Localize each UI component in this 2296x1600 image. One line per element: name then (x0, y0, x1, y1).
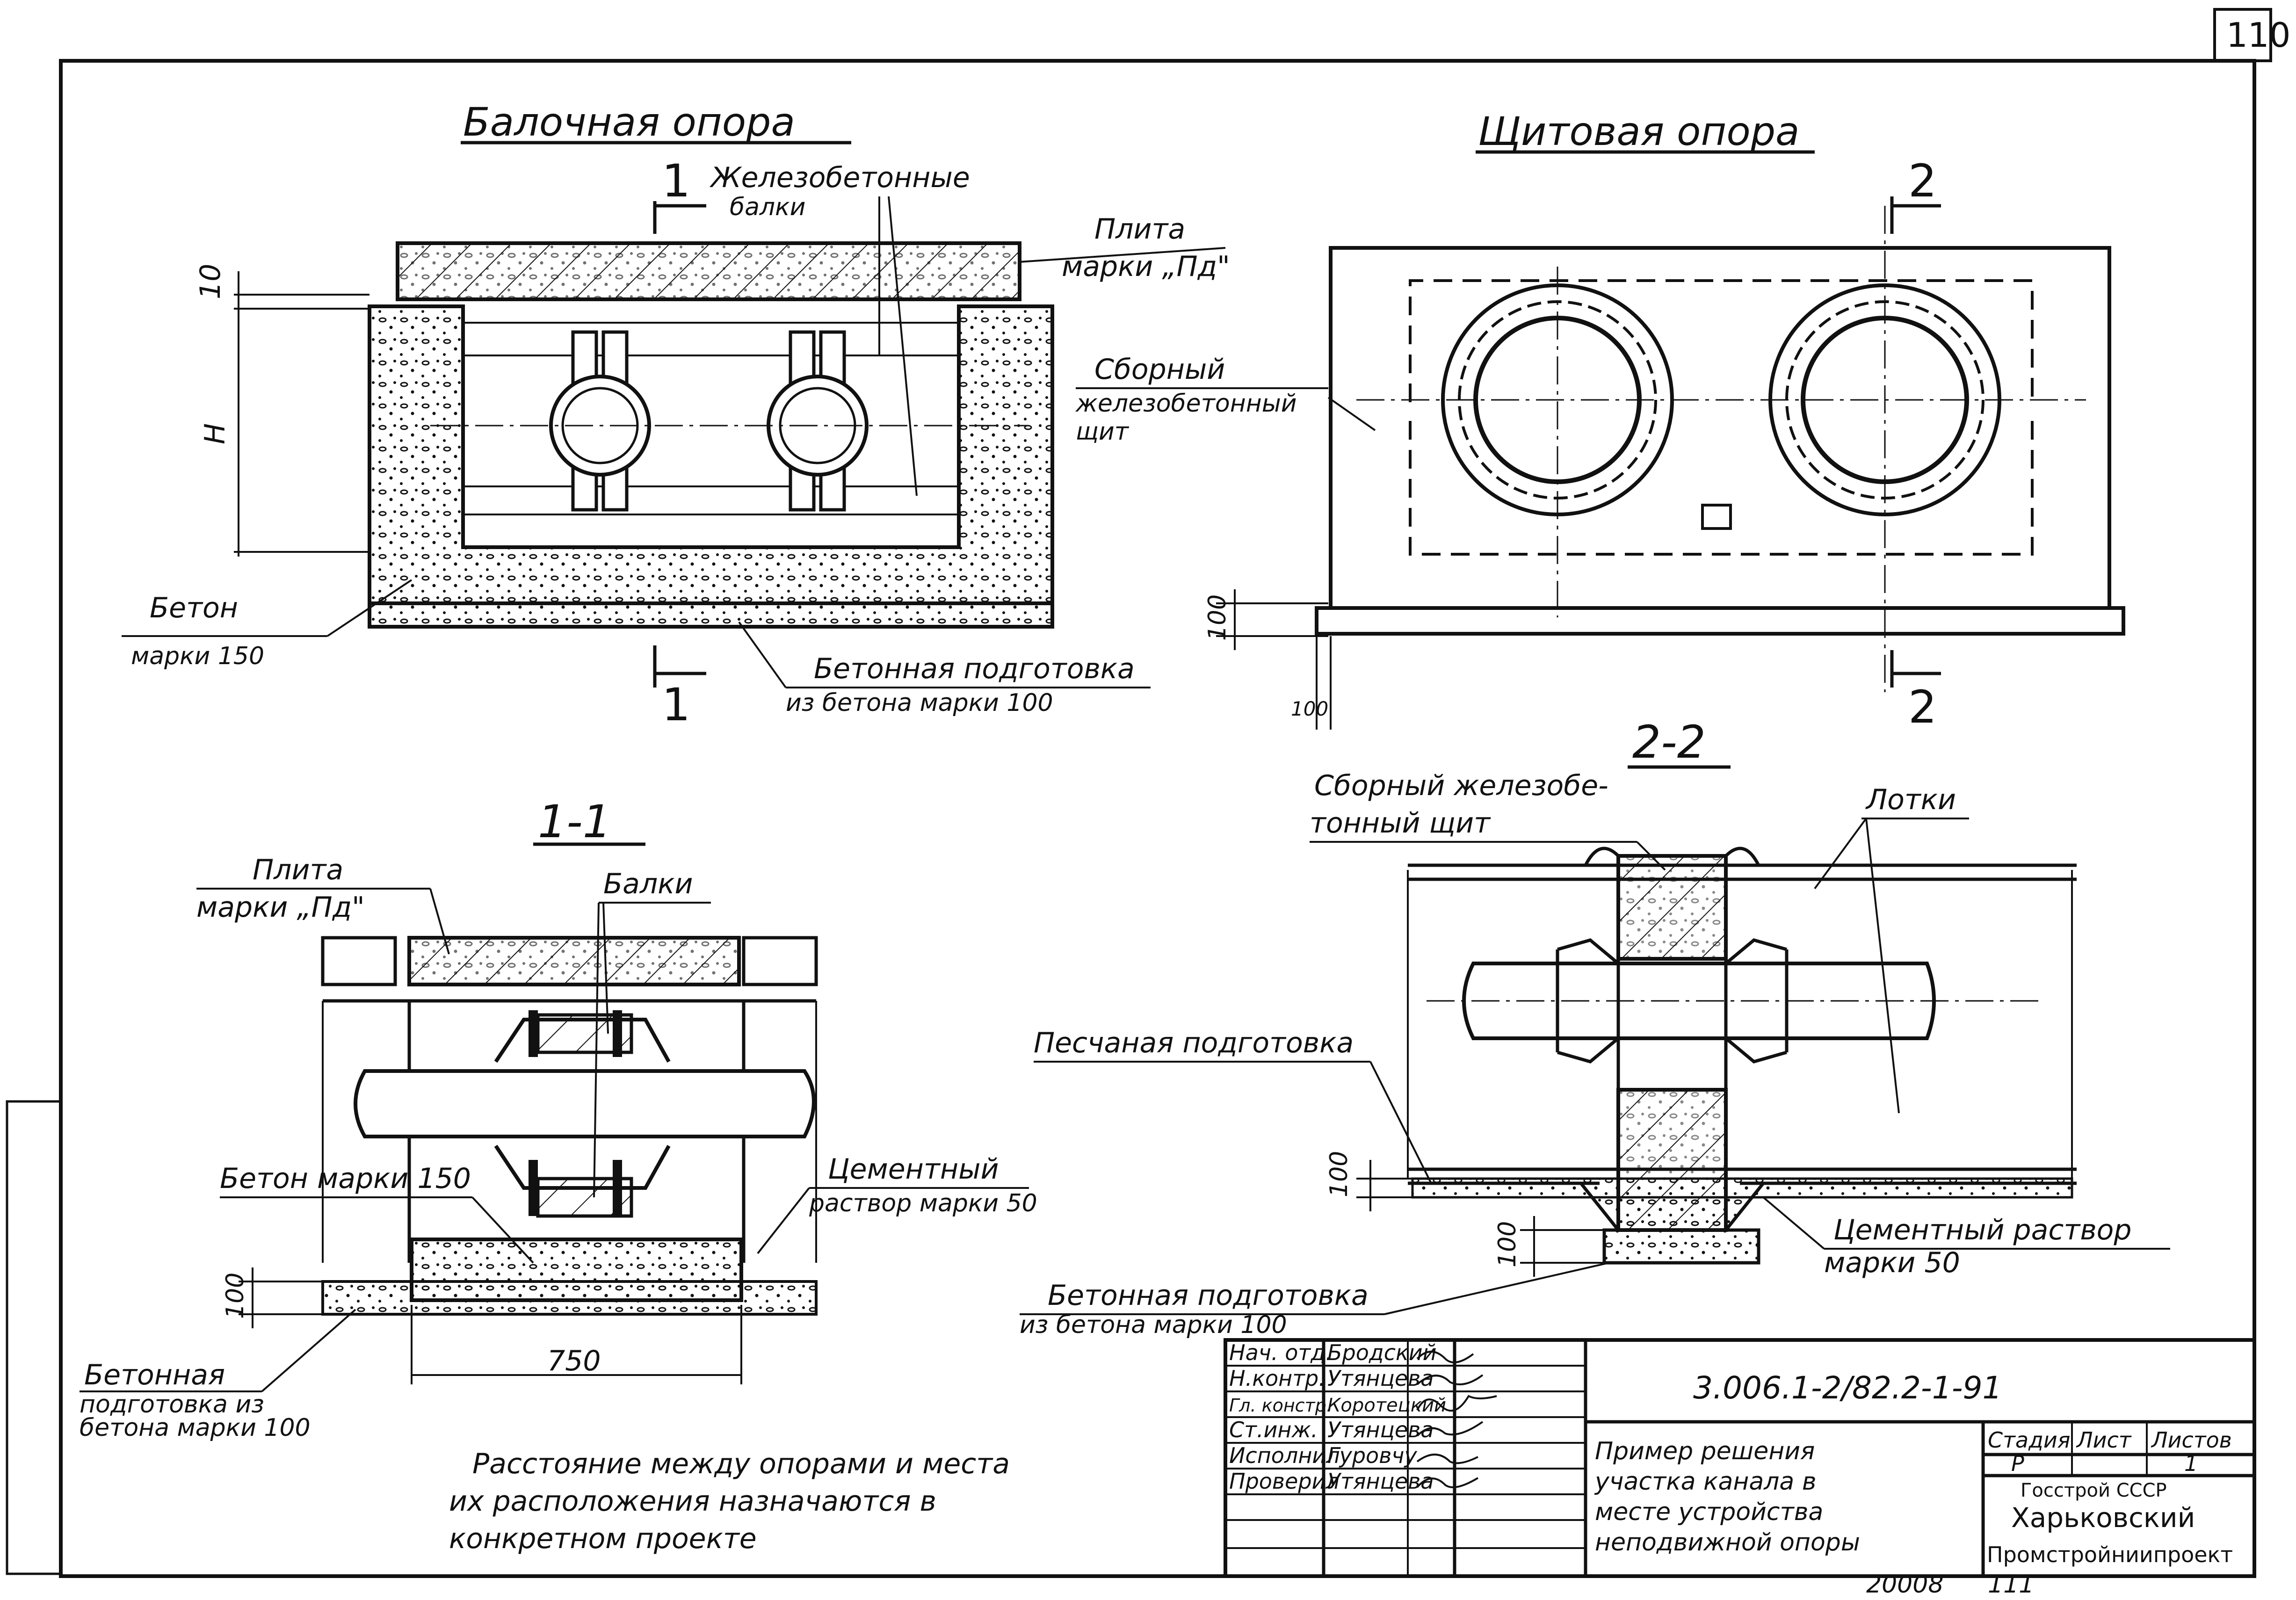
panel-label-1: Сборный (1094, 353, 1225, 386)
dim-100-b: 100 (1493, 1221, 1521, 1267)
section-beams-label: Балки (603, 868, 693, 900)
dim-10: 10 (194, 264, 227, 299)
panel-label-3: щит (1076, 418, 1130, 446)
concrete-body (368, 304, 1054, 605)
dim-750: 750 (547, 1345, 601, 1377)
note-line-1: Расстояние между опорами и места (472, 1448, 1010, 1480)
slab-label-2: марки „Пд" (1062, 250, 1230, 283)
panel-base (1315, 606, 2125, 636)
panel-support-title: Щитовая опора (1478, 109, 1800, 154)
section-2-foot (1579, 1182, 1765, 1232)
beam-support-view: Балочная опора 1 (122, 99, 1230, 731)
description-1: Пример решения (1595, 1437, 1815, 1465)
section-2-mortar-label-2: марки 50 (1824, 1246, 1960, 1279)
section-1-1-title: 1-1 (538, 796, 611, 848)
section-2-prep (1602, 1228, 1760, 1265)
designation: 3.006.1-2/82.2-1-91 (1693, 1370, 2002, 1406)
sheet-frame (59, 59, 2256, 1578)
stage-header: Стадия (1988, 1427, 2070, 1453)
role-2: Гл. констр. (1229, 1395, 1332, 1416)
dim-100-v: 100 (1203, 594, 1231, 641)
role-3: Ст.инж. (1229, 1417, 1318, 1442)
panel-support-view: Щитовая опора 2 2 Сборный железобетонный… (1075, 109, 2125, 733)
page-number: 110 (2226, 15, 2290, 55)
org-2: Харьковский (2011, 1502, 2195, 1534)
section-slab-label-2: марки „Пд" (196, 891, 365, 924)
role-1: Н.контр. (1229, 1366, 1325, 1391)
binding-strip (6, 1100, 62, 1575)
prep-1-1-label-3: бетона марки 100 (80, 1414, 311, 1442)
name-3: Утянцева (1327, 1417, 1434, 1442)
cut-mark-top: 1 (662, 155, 690, 207)
page-number-box (2213, 8, 2272, 62)
slab-label-1: Плита (1094, 213, 1185, 246)
section-2-panel-label-1: Сборный железобе- (1314, 769, 1608, 802)
panel-label-2: железобетонный (1075, 390, 1297, 418)
role-4: Исполнил (1229, 1443, 1340, 1468)
pipe (354, 1069, 816, 1138)
dim-100-1: 100 (221, 1273, 249, 1319)
role-0: Нач. отд. (1229, 1340, 1333, 1365)
dim-100-h: 100 (1291, 697, 1328, 720)
sheets-header: Листов (2151, 1427, 2232, 1453)
stage-value: Р (2011, 1451, 2024, 1476)
sheet-value: 1 (2184, 1451, 2198, 1476)
cut-mark-2-top: 2 (1908, 155, 1937, 207)
title-block: Нач. отд. Бродский Н.контр. Утянцева Гл.… (1224, 1338, 2256, 1578)
description-4: неподвижной опоры (1595, 1528, 1860, 1557)
section-2-2-view: 2-2 100 (1020, 716, 2170, 1339)
section-2-mortar-label-1: Цементный раствор (1833, 1214, 2131, 1246)
prep-1-1-label-1: Бетонная (84, 1359, 225, 1391)
prep-1-1-label-2: подготовка из (80, 1390, 264, 1419)
description-3: месте устройства (1595, 1498, 1823, 1526)
concrete-label-2: марки 150 (131, 642, 264, 670)
general-note: Расстояние между опорами и места их расп… (449, 1448, 1010, 1555)
pipe-support-right (767, 330, 869, 512)
pipe-support-left (549, 330, 651, 512)
sheet-header: Лист (2076, 1427, 2132, 1453)
cut-mark-2-bottom: 2 (1908, 681, 1937, 733)
beams-label-1: Железобетонные (709, 161, 970, 194)
org-1: Госстрой СССР (2021, 1480, 2167, 1501)
name-1: Утянцева (1327, 1366, 1434, 1391)
section-1-1-view: 1-1 750 100 Плита (80, 796, 1037, 1442)
section-2-prep-label-1: Бетонная подготовка (1048, 1279, 1369, 1312)
trays-label: Лотки (1865, 783, 1956, 816)
role-5: Проверил (1229, 1469, 1340, 1494)
beams-label-2: балки (730, 193, 805, 221)
description-2: участка канала в (1594, 1468, 1816, 1496)
beam-support-title: Балочная опора (463, 99, 795, 145)
concrete-preparation (368, 601, 1054, 629)
footer-right: 111 (1988, 1571, 2034, 1598)
section-2-2-title: 2-2 (1632, 716, 1706, 768)
prep-label-1: Бетонная подготовка (814, 652, 1135, 685)
mortar-label-2: раствор марки 50 (809, 1189, 1037, 1217)
concrete-label-1: Бетон (150, 592, 238, 624)
dim-100-a: 100 (1325, 1151, 1353, 1197)
sand-label: Песчаная подготовка (1034, 1027, 1354, 1059)
prep-label-2: из бетона марки 100 (786, 689, 1053, 717)
section-prep (321, 1280, 818, 1316)
mortar-label-1: Цементный (828, 1153, 999, 1186)
section-2-prep-label-2: из бетона марки 100 (1020, 1311, 1287, 1339)
note-line-2: их расположения назначаются в (449, 1485, 936, 1518)
org-3: Промстройниипроект (1987, 1542, 2233, 1567)
signatures (1416, 1351, 1497, 1488)
name-0: Бродский (1327, 1340, 1437, 1365)
section-slab-label-1: Плита (253, 854, 343, 886)
name-4: Гуровчу (1327, 1443, 1417, 1468)
note-line-3: конкретном проекте (449, 1522, 757, 1555)
name-5: Утянцева (1327, 1469, 1434, 1494)
cut-mark-bottom: 1 (662, 679, 690, 731)
footer-left: 20008 (1866, 1571, 1943, 1598)
name-2: Коротецкий (1327, 1395, 1446, 1416)
section-2-panel-label-2: тонный щит (1310, 807, 1491, 840)
dim-h: H (199, 423, 232, 444)
section-concrete-label: Бетон марки 150 (220, 1162, 471, 1195)
